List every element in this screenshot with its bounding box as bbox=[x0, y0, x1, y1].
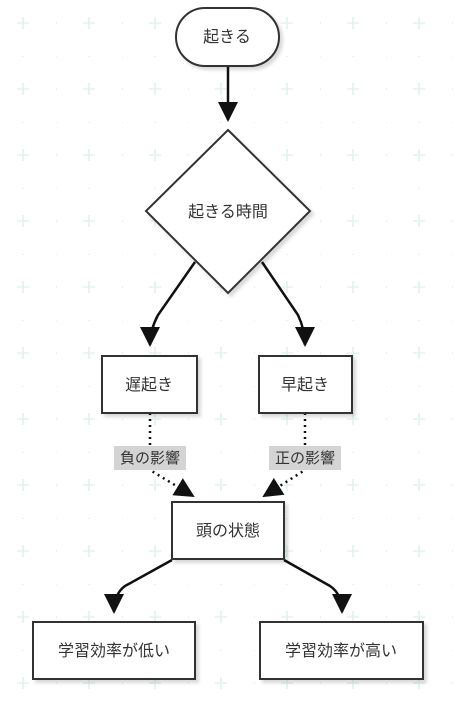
edge-label-negative: 負の影響 bbox=[120, 449, 180, 467]
node-early-label: 早起き bbox=[281, 375, 329, 394]
node-low-label: 学習効率が低い bbox=[58, 641, 170, 660]
edge-label-negative-group: 負の影響 bbox=[114, 446, 186, 470]
node-start-label: 起きる bbox=[203, 27, 251, 46]
node-late: 遅起き bbox=[101, 355, 198, 414]
node-start: 起きる bbox=[175, 7, 280, 67]
edge-decision-to-early bbox=[260, 261, 315, 347]
edge-late-to-head bbox=[148, 413, 195, 498]
edge-decision-to-late bbox=[140, 261, 197, 347]
edge-head-to-low bbox=[104, 558, 173, 614]
node-low: 学習効率が低い bbox=[32, 621, 196, 680]
edge-head-to-high bbox=[283, 558, 352, 614]
edge-label-positive-bg bbox=[269, 446, 341, 470]
node-high-label: 学習効率が高い bbox=[285, 641, 397, 660]
node-high: 学習効率が高い bbox=[259, 621, 424, 680]
node-decision-label: 起きる時間 bbox=[188, 202, 268, 221]
node-late-label: 遅起き bbox=[125, 375, 173, 394]
edge-early-to-head bbox=[262, 413, 307, 498]
edge-label-positive-group: 正の影響 bbox=[269, 446, 341, 470]
node-head-label: 頭の状態 bbox=[196, 521, 260, 540]
node-head: 頭の状態 bbox=[171, 501, 285, 560]
edge-label-negative-bg bbox=[114, 446, 186, 470]
node-early: 早起き bbox=[258, 355, 353, 414]
edges bbox=[104, 66, 352, 614]
edge-label-positive: 正の影響 bbox=[275, 449, 335, 467]
node-decision: 起きる時間 bbox=[144, 128, 312, 295]
